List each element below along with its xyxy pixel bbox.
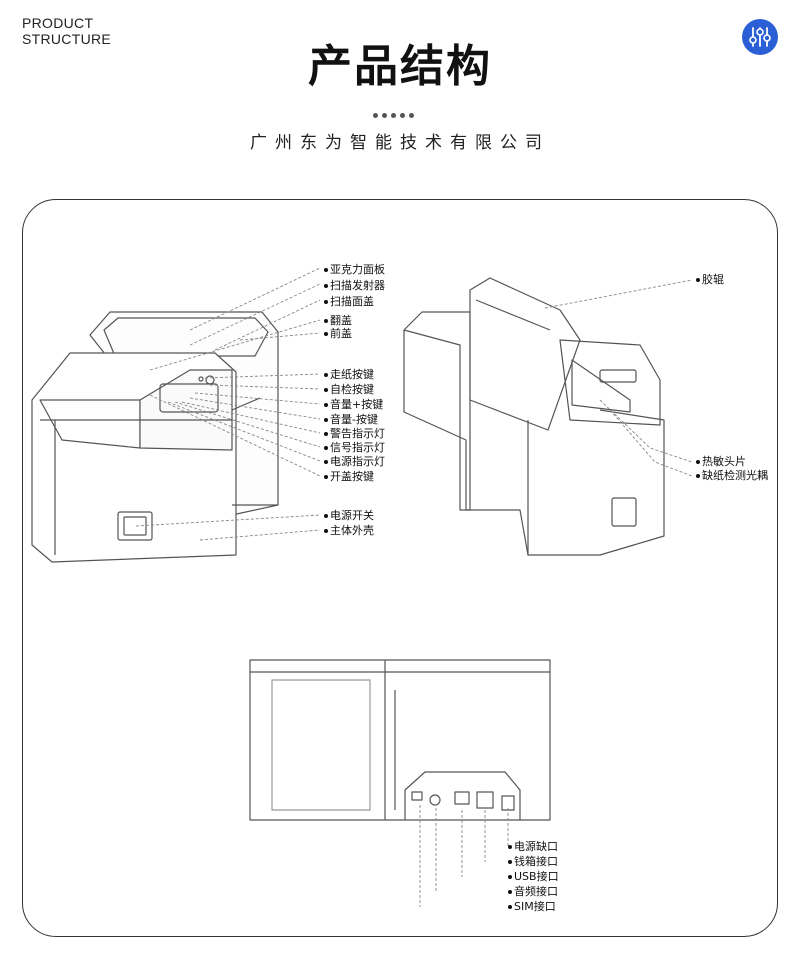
label-acrylic-panel: 亚克力面板 (324, 263, 385, 276)
label-audio-port: 音频接口 (508, 885, 558, 898)
company-name: 广州东为智能技术有限公司 (250, 133, 550, 153)
printer-front-view (31, 311, 279, 563)
label-volume-down-button: 音量-按键 (324, 413, 378, 426)
label-open-cover-button: 开盖按键 (324, 470, 374, 483)
printer-back-view (249, 659, 551, 821)
english-title-line2: STRUCTURE (22, 31, 112, 47)
divider-dots (373, 103, 418, 122)
equalizer-icon (742, 19, 778, 55)
label-main-housing: 主体外壳 (324, 524, 374, 537)
label-scan-cover: 扫描面盖 (324, 295, 374, 308)
label-flip-cover: 翻盖 (324, 314, 352, 327)
label-power-light: 电源指示灯 (324, 455, 385, 468)
label-power-port: 电源缺口 (508, 840, 558, 853)
page-title: 产品结构 (308, 41, 492, 92)
label-power-switch: 电源开关 (324, 509, 374, 522)
content-frame (22, 199, 778, 937)
label-thermal-head: 热敏头片 (696, 455, 746, 468)
english-title-line1: PRODUCT (22, 15, 94, 31)
label-cash-drawer-port: 钱箱接口 (508, 855, 558, 868)
label-warning-light: 警告指示灯 (324, 427, 385, 440)
label-volume-up-button: 音量+按键 (323, 398, 384, 411)
label-paper-sensor: 缺纸检测光耦 (696, 469, 768, 482)
label-sim-port: SIM接口 (508, 900, 556, 913)
label-scan-emitter: 扫描发射器 (324, 279, 385, 292)
printer-open-view (403, 277, 665, 556)
label-signal-light: 信号指示灯 (324, 441, 385, 454)
english-title: PRODUCT STRUCTURE (22, 15, 111, 47)
label-rubber-roller: 胶辊 (696, 273, 724, 286)
label-selftest-button: 自检按键 (324, 383, 374, 396)
label-front-cover: 前盖 (324, 327, 352, 340)
label-feed-button: 走纸按键 (324, 368, 374, 381)
label-usb-port: USB接口 (508, 870, 559, 883)
